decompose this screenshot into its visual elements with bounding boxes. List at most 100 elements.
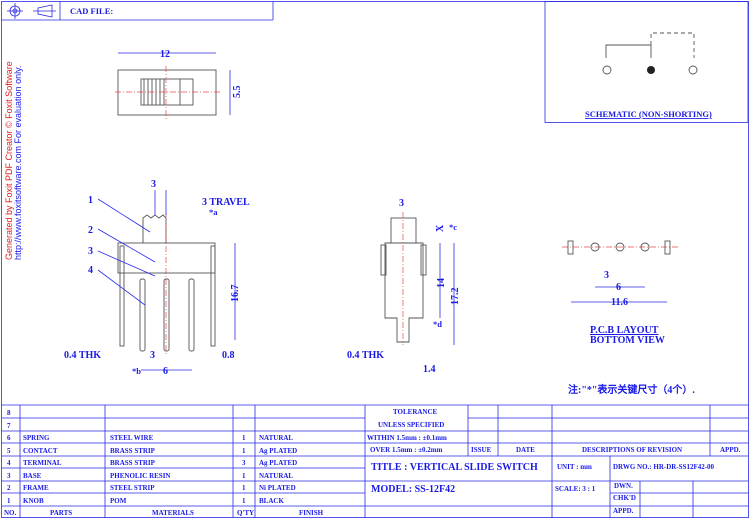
dim-14: 14: [436, 278, 447, 288]
dim-knob-width: 3: [151, 179, 156, 190]
dim-pitch: 3: [150, 350, 155, 361]
cell-qty: 1: [242, 484, 246, 492]
cell-part: KNOB: [23, 497, 44, 505]
appd-header: APPD.: [720, 446, 741, 454]
schematic-box: [544, 1, 749, 123]
cell-qty: 1: [242, 497, 246, 505]
bom-no-7: 7: [7, 422, 11, 430]
cell-qty: 1: [242, 434, 246, 442]
chkd-label: CHK'D: [613, 494, 636, 502]
pcb-pitch: 3: [604, 270, 609, 281]
header-parts: PARTS: [50, 509, 72, 517]
dim-thk: 0.4 THK: [64, 350, 101, 361]
cell-material: BRASS STRIP: [110, 459, 156, 467]
cell-qty: 1: [242, 447, 246, 455]
unless-specified: UNLESS SPECIFIED: [378, 421, 444, 429]
dim-side-thk: 0.4 THK: [347, 350, 384, 361]
watermark-line2: http://www.foxitsoftware.com For evaluat…: [13, 66, 23, 260]
cell-qty: 3: [242, 459, 246, 467]
cell-finish: BLACK: [259, 497, 284, 505]
cell-no: 4: [7, 459, 11, 467]
unit: UNIT : mm: [557, 463, 592, 471]
bom-row-knob: 1 KNOB POM 1 BLACK: [7, 497, 284, 505]
cell-finish: Ag PLATED: [259, 459, 297, 467]
cell-finish: Ag PLATED: [259, 447, 297, 455]
note-a: *a: [209, 207, 218, 217]
pcb-label-2: BOTTOM VIEW: [590, 335, 665, 346]
cell-material: STEEL WIRE: [110, 434, 154, 442]
header-no: NO.: [4, 509, 17, 517]
pcb-layout: [562, 240, 678, 303]
drawing-number: DRWG NO.: HR-DR-SS12F42-00: [613, 463, 715, 471]
bom-row-contact: 5 CONTACT BRASS STRIP 1 Ag PLATED: [7, 447, 297, 455]
dim-17-2: 17.2: [450, 288, 461, 306]
cell-part: SPRING: [23, 434, 50, 442]
cell-material: STEEL STRIP: [110, 484, 155, 492]
watermark-line1: Generated by Foxit PDF Creator © Foxit S…: [4, 61, 14, 260]
cell-no: 2: [7, 484, 11, 492]
dim-16-7: 16.7: [230, 285, 241, 303]
scale: SCALE: 3 : 1: [555, 485, 596, 493]
dim-travel: 3 TRAVEL: [202, 197, 250, 208]
note-d: *d: [433, 319, 442, 329]
schematic-diagram: [602, 32, 698, 75]
top-view: [115, 52, 231, 119]
bom-row-base: 3 BASE PHENOLIC RESIN 1 NATURAL: [7, 472, 293, 480]
cell-part: TERMINAL: [23, 459, 62, 467]
dim-width: 12: [160, 49, 170, 60]
tolerance-within: WITHIN 1.5mm : ±0.1mm: [367, 434, 447, 442]
cell-finish: NATURAL: [259, 434, 293, 442]
schematic-label: SCHEMATIC (NON-SHORTING): [585, 109, 712, 119]
callout-4: 4: [88, 265, 93, 276]
tolerance-over: OVER 1.5mm : ±0.2mm: [370, 446, 443, 454]
bom-header-row: NO. PARTS MATERIALS Q'TY FINISH: [4, 509, 324, 517]
pcb-span: 6: [616, 282, 621, 293]
bom-row-terminal: 4 TERMINAL BRASS STRIP 3 Ag PLATED: [7, 459, 297, 467]
cell-part: FRAME: [23, 484, 49, 492]
header-finish: FINISH: [299, 509, 324, 517]
cell-material: PHENOLIC RESIN: [110, 472, 170, 480]
cell-no: 5: [7, 447, 11, 455]
date-header: DATE: [516, 446, 535, 454]
cell-no: 6: [7, 434, 11, 442]
cell-finish: Ni PLATED: [259, 484, 296, 492]
projection-symbol-icon: [7, 3, 56, 19]
dim-side-knob: 3: [399, 198, 404, 209]
callout-2: 2: [88, 225, 93, 236]
bom-row-spring: 6 SPRING STEEL WIRE 1 NATURAL: [7, 434, 293, 442]
header-qty: Q'TY: [237, 509, 254, 517]
cell-finish: NATURAL: [259, 472, 293, 480]
cad-file-label: CAD FILE:: [70, 6, 113, 16]
dim-side-pin: 1.4: [423, 364, 436, 375]
note-c: *c: [449, 222, 457, 232]
header-materials: MATERIALS: [152, 509, 194, 517]
callout-3: 3: [88, 246, 93, 257]
drawing-title: TITLE : VERTICAL SLIDE SWITCH: [371, 462, 538, 473]
dim-span: 6: [163, 366, 168, 377]
cell-no: 3: [7, 472, 11, 480]
issue-header: ISSUE: [471, 446, 492, 454]
model-number: MODEL: SS-12F42: [371, 484, 455, 495]
callout-1: 1: [88, 195, 93, 206]
front-view: [97, 190, 236, 371]
cell-material: POM: [110, 497, 127, 505]
dim-x: X: [435, 224, 446, 232]
cell-material: BRASS STRIP: [110, 447, 156, 455]
key-dimension-note: 注:"*"表示关键尺寸（4个）.: [568, 383, 695, 396]
cell-part: BASE: [23, 472, 42, 480]
bom-table: [1, 404, 748, 518]
pcb-label-1: P.C.B LAYOUT: [590, 325, 659, 336]
bom-row-frame: 2 FRAME STEEL STRIP 1 Ni PLATED: [7, 484, 296, 492]
cell-part: CONTACT: [23, 447, 58, 455]
dwn-label: DWN.: [614, 482, 633, 490]
note-b: *b: [132, 366, 141, 376]
dim-pin: 0.8: [222, 350, 235, 361]
dim-height: 5.5: [232, 86, 243, 99]
tolerance-label: TOLERANCE: [393, 408, 438, 416]
cell-qty: 1: [242, 472, 246, 480]
pcb-total: 11.6: [611, 297, 628, 308]
cell-no: 1: [7, 497, 11, 505]
appd-label: APPD.: [613, 507, 634, 515]
